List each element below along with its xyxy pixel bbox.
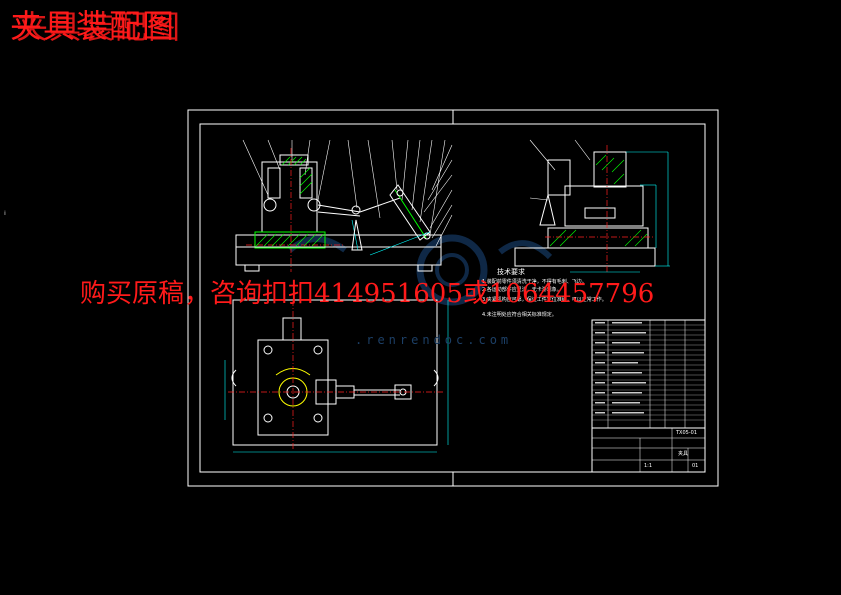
tech-requirement-note: 3.夹紧机构应可靠，保证工件定位准确，可以正常工作。 — [482, 297, 607, 303]
drawing-scale: 1:1 — [644, 463, 653, 469]
tech-requirement-note: 1.装配前零件须清洗干净，不得有毛刺、飞边。 — [482, 279, 587, 285]
tech-requirements-heading: 技术要求 — [497, 268, 525, 276]
parts-list-rows — [592, 324, 705, 421]
front-view-leaders — [242, 139, 453, 247]
part-name: 夹具 — [678, 451, 689, 457]
promo-banner: 购买原稿，咨询扣扣414951605或1064457796 — [80, 279, 655, 309]
parts-list-table — [591, 319, 706, 429]
page-title-shadow: 夹具装配图 — [16, 8, 182, 46]
sheet-edge-mark: ⁞ — [4, 210, 6, 217]
drawing-number: TX05-01 — [676, 430, 698, 436]
centerlines-top — [228, 300, 445, 450]
sheet-number: 01 — [692, 463, 699, 469]
title-block — [591, 427, 706, 473]
centerlines-side — [545, 145, 655, 272]
dimension-lines-top — [224, 300, 449, 453]
page-title-text: 夹具装配图 — [10, 7, 176, 45]
side-view-leaders — [529, 139, 591, 201]
watermark-url: .renrendoc.com — [355, 333, 513, 347]
tech-requirement-note: 4.未注明处应符合相关标准规定。 — [482, 312, 557, 318]
dimension-lines-side — [570, 151, 670, 273]
side-view — [514, 139, 670, 273]
clamp-lever — [317, 184, 431, 241]
tech-requirement-note: 2.各运动部件应灵活，无卡滞现象。 — [482, 287, 562, 293]
dimension-lines-front — [351, 219, 431, 256]
hatched-bushing — [281, 156, 307, 166]
front-view — [235, 139, 453, 272]
base-hatch — [255, 233, 325, 247]
centerlines-front — [246, 148, 345, 272]
parts-list-entries — [595, 322, 646, 414]
top-view — [224, 299, 449, 453]
watermark-logo — [288, 234, 553, 306]
